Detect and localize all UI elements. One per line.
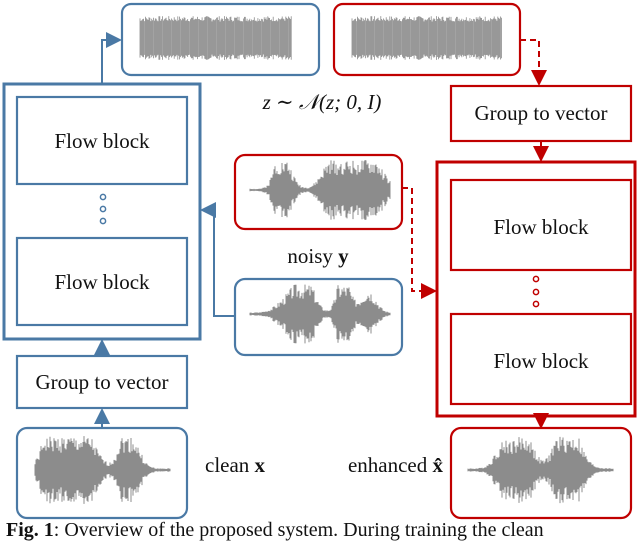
flow-block-right-1 [449,178,633,272]
flow-block-right-2 [449,312,633,406]
clean-waveform [34,436,171,504]
flow-block-left-2-label: Flow block [54,270,150,294]
noisy-label: noisy y [287,244,349,268]
ellipsis-dot [532,288,540,296]
ellipsis-dot [532,275,540,283]
noisy-waveform-blue [249,284,391,344]
noisy-waveform-red [249,160,391,220]
caption-text: : Overview of the proposed system. Durin… [53,519,544,541]
ellipsis-dot [99,193,107,201]
ellipsis-dot [99,217,107,225]
flow-block-left-1 [15,95,189,186]
flow-block-right-2-label: Flow block [493,349,589,373]
arrow-noisy-to-flow [200,202,235,317]
latent-distribution-label: z ∼ 𝒩(z; 0, I) [262,90,382,114]
group-to-vector-left-label: Group to vector [36,370,169,394]
arrow-latent-to-group [520,39,547,86]
enhanced-waveform [467,436,614,504]
enhanced-label: enhanced x̂ [348,453,444,477]
ellipsis-dot [99,205,107,213]
group-to-vector-left [15,354,189,410]
group-to-vector-right-label: Group to vector [475,101,608,125]
figure-label: Fig. 1 [6,519,54,541]
flow-block-left-2 [15,236,189,327]
clean-label: clean x [205,453,266,477]
arrow-noisy-to-flow-right [402,187,437,299]
latent-noise-wave-right [351,16,502,60]
flow-block-left-1-label: Flow block [54,129,150,153]
figure-caption: Fig. 1: Overview of the proposed system.… [6,519,544,542]
latent-noise-wave-left [139,16,292,60]
ellipsis-dot [532,300,540,308]
flow-block-right-1-label: Flow block [493,215,589,239]
arrow-flow-to-latent [101,32,122,84]
